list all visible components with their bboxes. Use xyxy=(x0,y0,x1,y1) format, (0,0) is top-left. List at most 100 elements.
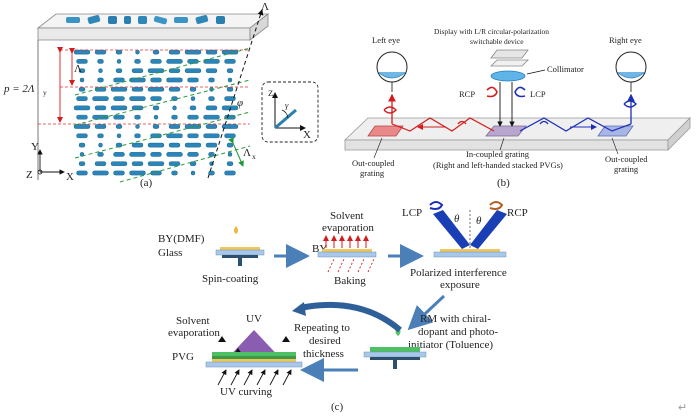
rm-label-3: initiator (Toluence) xyxy=(408,339,493,351)
repeat-label-3: thickness xyxy=(303,348,344,360)
out-left-leader xyxy=(373,137,383,159)
axis-z-label: Z xyxy=(26,169,33,181)
uv-curing-arrow xyxy=(243,369,253,386)
lc-molecule xyxy=(73,124,91,129)
lambda-label: Λ xyxy=(74,63,82,75)
lambda-x-label: Λ xyxy=(243,147,251,159)
by-dmf-label: BY(DMF) xyxy=(158,233,205,245)
lc-molecule xyxy=(187,77,199,83)
caption-c: (c) xyxy=(331,401,344,413)
lc-molecule xyxy=(189,105,197,111)
uv-curing-arrow xyxy=(269,369,279,386)
waveguide-side xyxy=(667,117,691,151)
display-label: Display with L/R circular-polarization xyxy=(434,27,549,36)
out-right-leader xyxy=(611,137,619,155)
lc-molecule xyxy=(205,68,218,73)
repeat-label-2: desired xyxy=(309,335,341,347)
lc-molecule xyxy=(168,86,181,92)
lc-molecule xyxy=(97,152,104,157)
uv-label: UV xyxy=(246,313,262,325)
lc-molecule xyxy=(208,77,215,83)
lc-molecule xyxy=(147,161,165,167)
exposure-label: exposure xyxy=(440,279,480,291)
lc-molecule xyxy=(113,96,125,101)
collimator-lens xyxy=(490,70,526,82)
lc-molecule xyxy=(150,59,162,64)
lc-molecule xyxy=(76,114,88,120)
lc-molecule xyxy=(166,152,183,157)
lc-molecule xyxy=(187,114,199,120)
lc-molecule xyxy=(110,86,128,92)
lc-molecule xyxy=(224,133,236,139)
molecule-grid xyxy=(73,49,239,176)
lc-molecule xyxy=(226,86,234,92)
steam-arrows xyxy=(323,235,369,248)
lc-molecule xyxy=(113,152,125,157)
lc-molecule xyxy=(168,124,181,129)
top-molecules xyxy=(66,15,225,25)
lc-molecule xyxy=(205,105,218,111)
lc-molecule xyxy=(226,142,234,148)
lc-molecule xyxy=(224,59,236,64)
theta-left: θ xyxy=(454,213,460,225)
lc-molecule xyxy=(147,142,165,148)
lcp-symbol-c xyxy=(429,201,444,210)
spin-label: Spin-coating xyxy=(202,273,259,285)
lc-molecule xyxy=(171,170,178,176)
lc-molecule xyxy=(79,77,85,83)
out-right-label-2: grating xyxy=(614,164,639,174)
lcp-beam xyxy=(433,210,470,249)
polarization-switch xyxy=(490,59,529,67)
lc-molecule xyxy=(166,133,183,139)
lc-molecule xyxy=(150,133,162,139)
axis-y-label: Y xyxy=(31,141,39,153)
axis-z-dot xyxy=(37,169,43,175)
lc-molecule xyxy=(227,77,233,83)
lc-molecule xyxy=(131,161,144,167)
lc-molecule xyxy=(116,59,122,64)
out-right-label: Out-coupled xyxy=(605,154,648,164)
period-sub: y xyxy=(43,88,47,97)
lc-molecule xyxy=(115,49,123,55)
lcp-label: LCP xyxy=(530,89,546,99)
lc-molecule xyxy=(110,161,128,167)
lc-molecule xyxy=(94,105,107,111)
heat-line xyxy=(337,258,345,273)
lc-molecule xyxy=(166,77,183,83)
lc-molecule xyxy=(97,59,104,64)
lc-molecule xyxy=(76,170,88,176)
lc-molecule xyxy=(166,59,183,64)
display-label-2: switchable device xyxy=(470,37,524,46)
panel-c: BY(DMF) Glass Spin-coating Solvent evapo… xyxy=(158,201,528,413)
lc-molecule xyxy=(203,59,220,64)
lc-molecule xyxy=(184,142,202,148)
lc-molecule xyxy=(153,114,159,120)
lambda-x-sub: x xyxy=(252,152,256,161)
lc-molecule xyxy=(208,96,215,101)
out-coupled-grating-left xyxy=(367,125,404,137)
lc-molecule xyxy=(190,170,196,176)
caption-b: (b) xyxy=(497,177,510,189)
axis-x-label: X xyxy=(66,171,74,183)
chuck-stem-2 xyxy=(393,360,397,369)
out-left-label: Out-coupled xyxy=(352,158,395,168)
lc-molecule xyxy=(189,86,197,92)
lc-molecule xyxy=(168,161,181,167)
left-eye-lens xyxy=(377,71,407,79)
lambda-x-arrow xyxy=(228,137,244,167)
display-device xyxy=(490,49,529,59)
lc-molecule xyxy=(116,133,122,139)
glass-substrate-2 xyxy=(317,251,377,258)
pvg-label: PVG xyxy=(172,351,194,363)
lc-molecule xyxy=(113,170,125,176)
phi-label: φ xyxy=(237,97,243,109)
lc-molecule xyxy=(92,170,109,176)
repeat-arrowhead xyxy=(292,302,306,316)
caption-a: (a) xyxy=(140,177,153,189)
blue-circular-symbol xyxy=(623,100,637,108)
lc-molecule xyxy=(78,68,86,73)
return-glyph: ↵ xyxy=(678,402,687,414)
lc-molecule xyxy=(73,105,91,111)
lc-molecule xyxy=(221,49,239,55)
uv-curing-arrow xyxy=(256,369,266,386)
